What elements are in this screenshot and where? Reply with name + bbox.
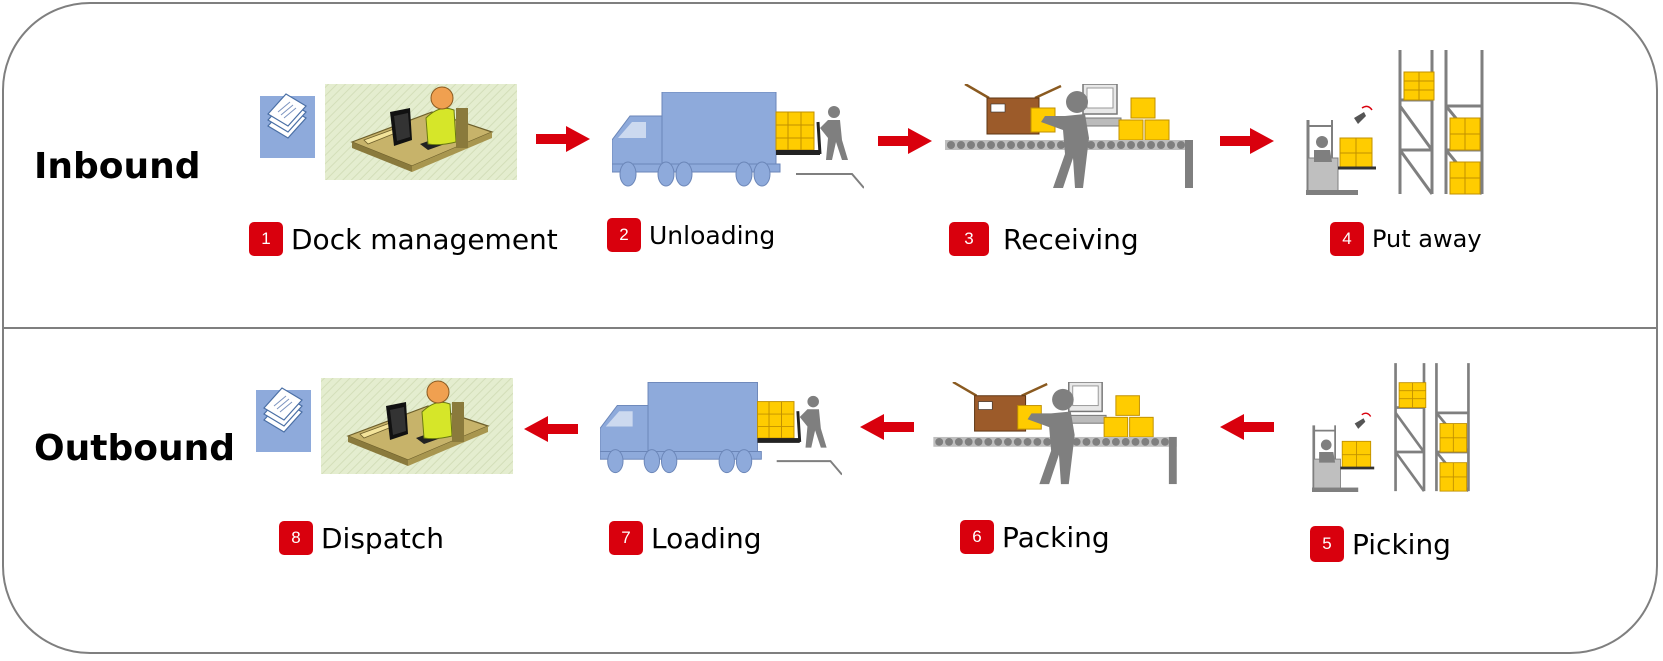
step-number-badge: 7 <box>609 521 643 555</box>
step-label: Unloading <box>649 220 776 250</box>
section-divider <box>2 327 1658 329</box>
arrow-left-icon <box>524 416 578 442</box>
step-6-packing: 6 Packing <box>960 520 1110 554</box>
step-number-badge: 1 <box>249 222 283 256</box>
step-label: Put away <box>1372 225 1482 253</box>
arrow-right-icon <box>536 126 590 152</box>
step-5-picking: 5 Picking <box>1310 526 1451 562</box>
step-label: Loading <box>651 521 762 555</box>
step-number-badge: 6 <box>960 520 994 554</box>
step-label: Receiving <box>1003 222 1139 256</box>
conveyor-receiving-icon <box>945 84 1197 192</box>
step-number-badge: 8 <box>279 521 313 555</box>
step-1-dock-management: 1 Dock management <box>249 222 558 256</box>
truck-unloading-icon <box>612 92 864 212</box>
conveyor-packing-icon <box>932 382 1182 488</box>
step-7-loading: 7 Loading <box>609 521 761 555</box>
truck-loading-icon <box>600 382 842 498</box>
step-number-badge: 3 <box>949 222 989 256</box>
outbound-heading: Outbound <box>34 428 235 469</box>
step-label: Picking <box>1352 527 1451 561</box>
dock-management-icon <box>260 84 522 184</box>
step-label: Dispatch <box>321 521 444 555</box>
step-8-dispatch: 8 Dispatch <box>279 521 444 555</box>
dispatch-desk-icon <box>256 378 518 478</box>
forklift-rack-icon <box>1306 50 1486 196</box>
step-4-put-away: 4 Put away <box>1330 222 1482 256</box>
step-label: Packing <box>1002 520 1110 554</box>
arrow-left-icon <box>860 414 914 440</box>
step-2-unloading: 2 Unloading <box>607 218 775 252</box>
arrow-right-icon <box>1220 128 1274 154</box>
step-3-receiving: 3 Receiving <box>949 222 1139 256</box>
step-label: Dock management <box>291 222 558 256</box>
forklift-rack-icon <box>1312 360 1472 496</box>
step-number-badge: 5 <box>1310 526 1344 562</box>
arrow-left-icon <box>1220 414 1274 440</box>
arrow-right-icon <box>878 128 932 154</box>
step-number-badge: 4 <box>1330 222 1364 256</box>
step-number-badge: 2 <box>607 218 641 252</box>
inbound-heading: Inbound <box>34 146 201 187</box>
